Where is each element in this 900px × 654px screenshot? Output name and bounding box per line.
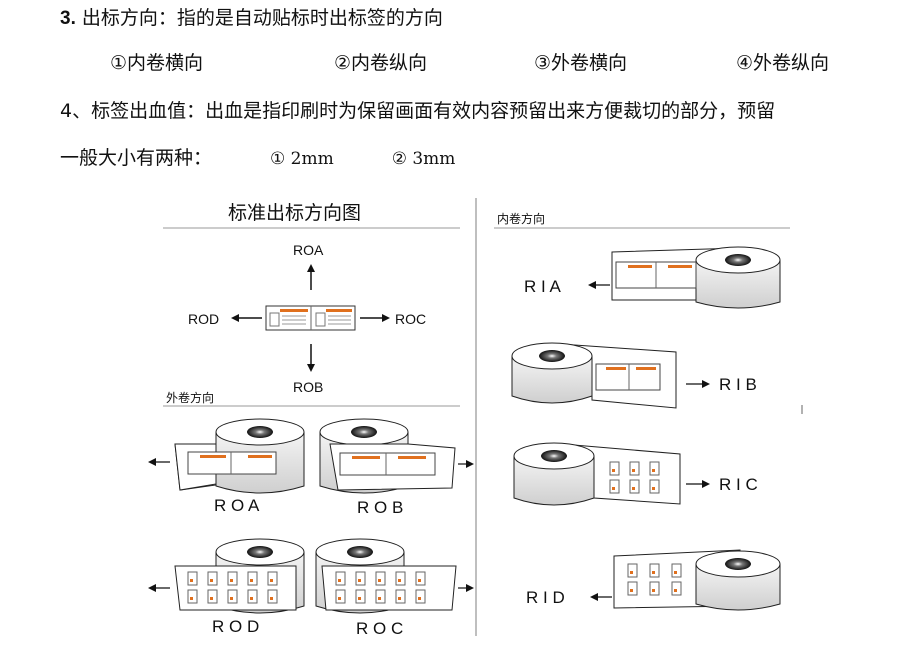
option-3: ③外卷横向 bbox=[534, 52, 628, 74]
bleed-sizes-line: 一般大小有两种： ① 2mm ② 3mm bbox=[60, 143, 455, 170]
roll-outer-rod bbox=[174, 538, 305, 614]
standard-label-strip bbox=[265, 305, 356, 331]
inner-title: 内卷方向 bbox=[497, 211, 545, 226]
standard-title: 标准出标方向图 bbox=[228, 202, 361, 224]
inner-label-rid: R I D bbox=[526, 588, 565, 607]
inner-label-ric: R I C bbox=[719, 475, 758, 494]
option-1: ①内卷横向 bbox=[110, 52, 204, 74]
label-grid-inner-ric bbox=[609, 461, 660, 494]
roll-outer-roa bbox=[174, 418, 305, 494]
label-grid-inner-rid bbox=[627, 563, 682, 596]
size-option-1: ① 2mm bbox=[270, 149, 334, 169]
bleed-intro: 一般大小有两种： bbox=[60, 147, 213, 169]
roll-outer-rob bbox=[319, 418, 456, 494]
inner-label-rib: R I B bbox=[719, 375, 757, 394]
outer-label-rob: R O B bbox=[357, 498, 403, 517]
outer-label-roc: R O C bbox=[356, 619, 403, 638]
dir-down-label: ROB bbox=[293, 379, 323, 395]
dir-up-label: ROA bbox=[293, 242, 324, 258]
heading-line: 3.出标方向：指的是自动贴标时出标签的方向 bbox=[60, 3, 443, 30]
outer-label-rod: R O D bbox=[212, 617, 259, 636]
roll-inner-rid bbox=[613, 549, 781, 611]
outer-title: 外卷方向 bbox=[166, 390, 214, 405]
dir-left-label: ROD bbox=[188, 311, 219, 327]
label-grid-outer-rod bbox=[187, 571, 278, 604]
heading-text: 出标方向：指的是自动贴标时出标签的方向 bbox=[81, 7, 443, 29]
section-number: 3. bbox=[60, 8, 76, 29]
inner-label-ria: R I A bbox=[524, 277, 562, 296]
outer-label-roa: R O A bbox=[214, 496, 260, 515]
size-option-2: ② 3mm bbox=[391, 149, 456, 169]
roll-inner-ric bbox=[513, 442, 681, 506]
bleed-paragraph: 4、标签出血值：出血是指印刷时为保留画面有效内容预留出来方便裁切的部分，预留 bbox=[60, 100, 776, 122]
roll-inner-rib bbox=[511, 342, 677, 409]
option-4: ④外卷纵向 bbox=[736, 52, 830, 74]
dir-right-label: ROC bbox=[395, 311, 426, 327]
roll-inner-ria bbox=[611, 246, 781, 309]
label-grid-outer-roc bbox=[335, 571, 426, 604]
option-2: ②内卷纵向 bbox=[334, 52, 428, 74]
